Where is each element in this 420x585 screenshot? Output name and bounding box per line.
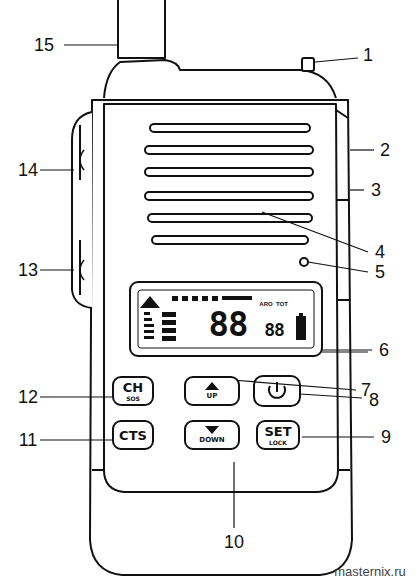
callout-number: 3 (371, 181, 381, 199)
callout-number: 11 (19, 431, 38, 449)
lcd-text: TOT (276, 301, 288, 307)
watermark: masternix.ru (334, 565, 406, 578)
up-arrow (205, 382, 219, 391)
callout-number: 2 (380, 141, 390, 159)
lcd-text: 88 (209, 307, 248, 341)
callout-number: 8 (369, 391, 379, 409)
radio-button: CH SOS (112, 376, 154, 406)
button-sublabel: SOS (126, 396, 140, 402)
radio-button: CTS (112, 420, 154, 450)
callout-number: 1 (363, 46, 373, 64)
button-label: DOWN (199, 437, 224, 444)
lcd-text: ARO (259, 301, 272, 307)
callout-number: 10 (224, 533, 244, 551)
radio-button: UP (184, 376, 240, 406)
radio-button: SET LOCK (256, 420, 300, 450)
button-label: CH (123, 381, 143, 394)
callout-number: 6 (379, 341, 389, 359)
callout-number: 5 (375, 263, 385, 281)
callout-number: 12 (18, 388, 38, 406)
button-label: UP (207, 393, 218, 400)
lcd-text: 88 (264, 321, 284, 339)
callout-number: 14 (18, 161, 38, 179)
button-sublabel: LOCK (269, 440, 287, 446)
callout-number: 13 (18, 261, 38, 279)
callout-number: 9 (381, 428, 391, 446)
radio-button: DOWN (184, 420, 240, 450)
callout-number: 4 (375, 243, 385, 261)
button-label: CTS (119, 429, 147, 442)
down-arrow (205, 426, 219, 435)
button-label: SET (264, 425, 291, 438)
callout-number: 15 (34, 36, 54, 54)
